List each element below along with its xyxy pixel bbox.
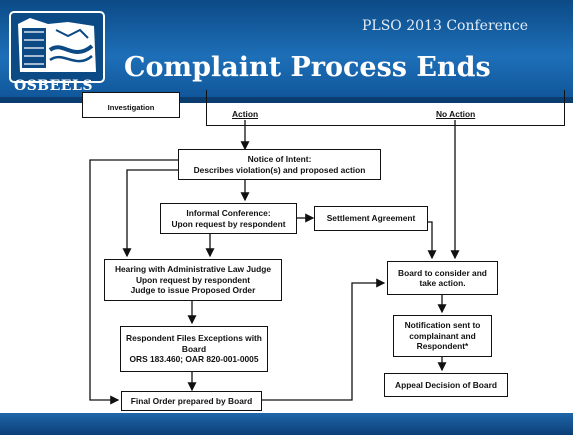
notice-to-final-left-line — [89, 159, 178, 405]
appeal-box: Appeal Decision of Board — [384, 373, 508, 397]
settlement-agreement-box: Settlement Agreement — [314, 206, 428, 231]
slide-footer-bar — [0, 413, 573, 435]
no-action-label: No Action — [436, 109, 476, 119]
settlement-to-board-line — [427, 221, 437, 260]
action-label: Action — [232, 109, 259, 119]
slide-title: Complaint Process Ends — [124, 52, 491, 83]
informal-conference-box: Informal Conference: Upon request by res… — [160, 203, 297, 234]
osbeels-logo — [9, 11, 105, 83]
exceptions-box: Respondent Files Exceptions with Board O… — [120, 326, 268, 372]
slide-header: OSBEELS PLSO 2013 Conference Complaint P… — [0, 0, 573, 103]
investigation-box: Investigation — [82, 92, 180, 118]
final-to-board-line — [262, 278, 386, 401]
notice-to-hearing-arrow — [122, 169, 178, 258]
final-order-box: Final Order prepared by Board — [121, 391, 262, 411]
notice-of-intent-box: Notice of Intent: Describes violation(s)… — [178, 149, 381, 180]
hearing-box: Hearing with Administrative Law Judge Up… — [104, 259, 282, 301]
logo-text: OSBEELS — [14, 78, 93, 94]
board-consider-box: Board to consider and take action. — [387, 261, 498, 295]
decision-frame — [206, 90, 565, 126]
conference-label: PLSO 2013 Conference — [362, 18, 529, 34]
notification-box: Notification sent to complainant and Res… — [393, 315, 492, 357]
